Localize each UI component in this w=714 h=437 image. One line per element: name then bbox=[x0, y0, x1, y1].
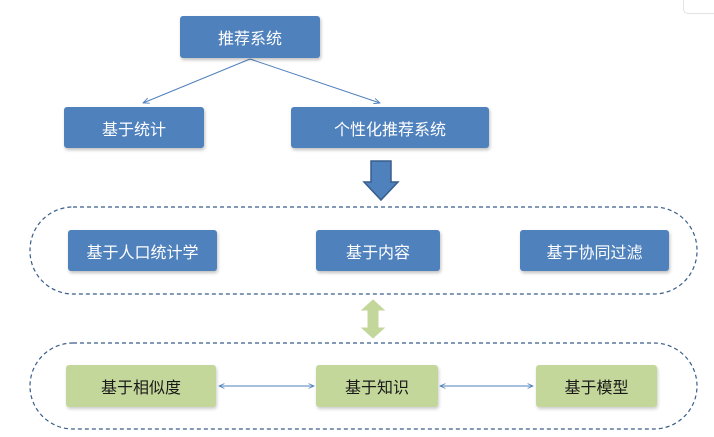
node-label: 推荐系统 bbox=[217, 29, 282, 48]
node-statistics-based: 基于统计 bbox=[64, 107, 204, 148]
dashed-group-blue bbox=[29, 206, 698, 295]
node-collaborative-filtering: 基于协同过滤 bbox=[520, 230, 669, 271]
dashed-group-green bbox=[29, 342, 698, 430]
node-label: 基于人口统计学 bbox=[86, 242, 199, 262]
node-similarity-based: 基于相似度 bbox=[66, 365, 216, 407]
node-personalized-recommender: 个性化推荐系统 bbox=[291, 107, 489, 148]
vertical-double-arrow bbox=[360, 299, 386, 339]
corner-tab bbox=[683, 0, 714, 14]
node-knowledge-based: 基于知识 bbox=[316, 365, 438, 407]
connector-root-to-statistics bbox=[143, 58, 251, 103]
node-demographic-based: 基于人口统计学 bbox=[68, 230, 217, 271]
node-label: 基于知识 bbox=[344, 378, 409, 397]
node-label: 基于协同过滤 bbox=[546, 242, 643, 262]
node-label: 基于统计 bbox=[101, 119, 166, 139]
node-label: 基于相似度 bbox=[100, 378, 181, 397]
big-down-arrow bbox=[362, 160, 400, 202]
connector-root-to-personalized bbox=[249, 58, 380, 103]
node-recommender-system: 推荐系统 bbox=[180, 16, 320, 58]
node-label: 个性化推荐系统 bbox=[333, 119, 446, 139]
node-label: 基于内容 bbox=[345, 242, 410, 262]
node-label: 基于模型 bbox=[564, 378, 629, 397]
node-model-based: 基于模型 bbox=[536, 365, 657, 407]
node-content-based: 基于内容 bbox=[316, 230, 440, 271]
